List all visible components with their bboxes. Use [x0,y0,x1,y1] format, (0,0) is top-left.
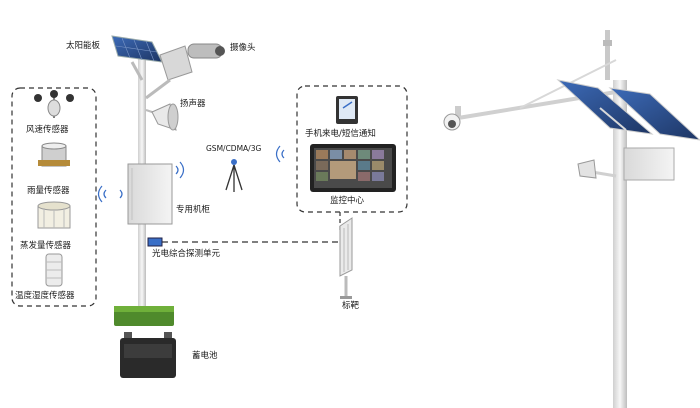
rain-sensor-icon [38,143,70,166]
label-monitor-center: 监控中心 [330,197,364,206]
label-photoelectric-unit: 光电综合探测单元 [152,250,220,259]
monitor-icon [310,144,396,192]
label-phone-sms: 手机来电/短信通知 [305,130,376,139]
label-network: GSM/CDMA/3G [206,145,261,153]
label-wind-sensor: 风速传感器 [26,126,69,135]
target-icon [340,218,352,299]
speaker-icon [146,104,178,130]
cabinet-icon [128,164,172,224]
label-temp-humidity-sensor: 温度湿度传感器 [15,292,75,301]
label-camera: 摄像头 [230,44,256,53]
label-solar-panel: 太阳能板 [66,42,100,51]
battery-icon [120,332,176,378]
label-rain-sensor: 雨量传感器 [27,187,70,196]
temp-humidity-sensor-icon [46,254,62,286]
phone-icon [336,96,358,124]
wireless-signal-icon [99,146,285,202]
label-battery: 蓄电池 [192,352,218,361]
label-target: 标靶 [342,302,359,311]
evaporation-sensor-icon [38,202,70,228]
antenna-tower-icon [226,159,242,192]
wind-sensor-icon [34,90,74,118]
label-cabinet: 专用机柜 [176,206,210,215]
right-pole-assembly [444,30,700,408]
label-evaporation-sensor: 蒸发量传感器 [20,242,71,251]
label-speaker: 扬声器 [180,100,206,109]
camera-icon [146,44,225,98]
solar-panel-icon [112,36,162,62]
photoelectric-unit-icon [148,238,162,246]
